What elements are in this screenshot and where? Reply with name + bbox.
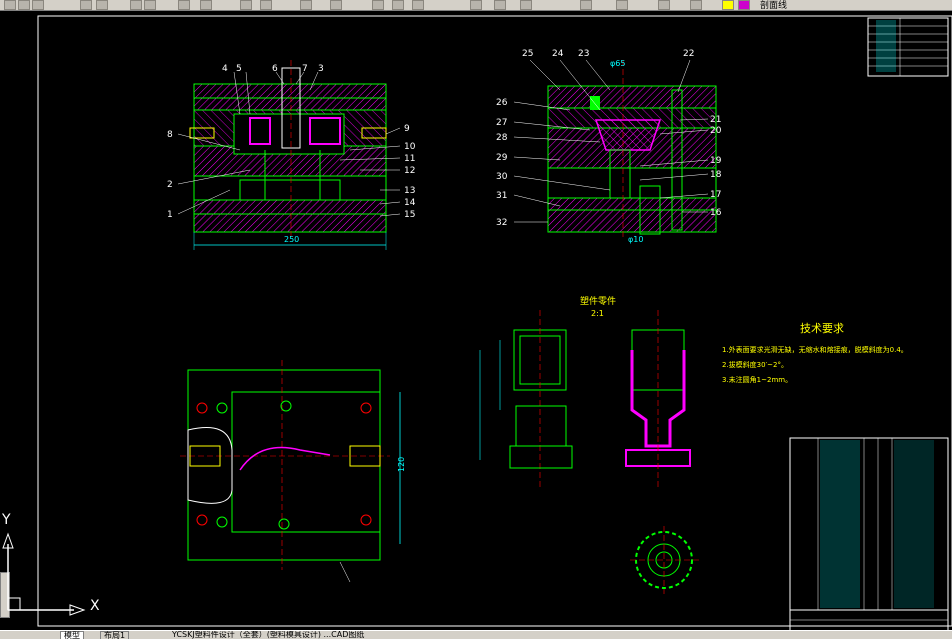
- front-part-no: 8: [167, 130, 173, 140]
- tool-palette-icon[interactable]: [520, 0, 532, 10]
- cut-icon[interactable]: [130, 0, 142, 10]
- current-layer-label[interactable]: 剖面线: [760, 1, 788, 11]
- side-part-no: 28: [496, 133, 508, 143]
- side-dim-bottom: φ10: [628, 235, 643, 244]
- side-part-no: 17: [710, 190, 721, 200]
- status-bar: 模型 布局1 YCSKJ塑料件设计（全套）(塑料模具设计) ...CAD图纸: [0, 630, 952, 639]
- front-part-no: 3: [318, 64, 324, 74]
- help-icon[interactable]: [616, 0, 628, 10]
- save-icon[interactable]: [32, 0, 44, 10]
- tab-model[interactable]: 模型: [60, 631, 84, 639]
- drawing-frame: [37, 15, 952, 627]
- design-center-icon[interactable]: [494, 0, 506, 10]
- zoom-window-icon[interactable]: [392, 0, 404, 10]
- front-part-no: 9: [404, 124, 410, 134]
- left-scroll-panel[interactable]: [0, 572, 10, 618]
- gear-view: [630, 526, 700, 594]
- side-section-view: [513, 59, 717, 240]
- pan-icon[interactable]: [300, 0, 312, 10]
- print-icon[interactable]: [80, 0, 92, 10]
- zoom-prev-icon[interactable]: [412, 0, 424, 10]
- front-section-view: [177, 60, 401, 250]
- ucs-icon: Y X: [0, 510, 110, 630]
- drawing-canvas[interactable]: 8 2 1 4 5 6 7 3 9 10 11 12 13 14 15 250: [0, 10, 952, 630]
- ucs-x-label: X: [90, 598, 100, 614]
- front-width-dim: 250: [284, 235, 299, 244]
- side-dim-top: φ65: [610, 59, 625, 68]
- file-name-text: YCSKJ塑料件设计（全套）(塑料模具设计) ...CAD图纸: [172, 630, 365, 639]
- side-part-no: 19: [710, 156, 722, 166]
- bom-table: [789, 437, 949, 630]
- new-file-icon[interactable]: [4, 0, 16, 10]
- front-part-no: 10: [404, 142, 416, 152]
- match-icon[interactable]: [200, 0, 212, 10]
- tech-title: 技术要求: [800, 322, 844, 335]
- side-part-no: 18: [710, 170, 722, 180]
- side-part-no: 24: [552, 49, 564, 59]
- side-part-no: 23: [578, 49, 589, 59]
- preview-icon[interactable]: [96, 0, 108, 10]
- undo-icon[interactable]: [240, 0, 252, 10]
- color-swatch-icon[interactable]: [738, 0, 750, 10]
- side-part-no: 29: [496, 153, 508, 163]
- side-part-no: 20: [710, 126, 722, 136]
- zoom-icon[interactable]: [330, 0, 342, 10]
- tab-layout1[interactable]: 布局1: [100, 631, 130, 639]
- front-part-no: 13: [404, 186, 415, 196]
- side-part-no: 27: [496, 118, 507, 128]
- side-part-no: 30: [496, 172, 508, 182]
- front-part-no: 14: [404, 198, 416, 208]
- side-part-no: 31: [496, 191, 507, 201]
- front-part-no: 4: [222, 64, 228, 74]
- title-block-top: [867, 17, 949, 77]
- open-file-icon[interactable]: [18, 0, 30, 10]
- front-part-no: 6: [272, 64, 278, 74]
- side-part-no: 16: [710, 208, 722, 218]
- layer-state-icon[interactable]: [690, 0, 702, 10]
- front-part-no: 11: [404, 154, 415, 164]
- front-part-no: 7: [302, 64, 308, 74]
- front-part-no: 5: [236, 64, 242, 74]
- front-part-no: 15: [404, 210, 415, 220]
- side-part-no: 25: [522, 49, 533, 59]
- ucs-y-label: Y: [2, 512, 11, 528]
- calculator-icon[interactable]: [580, 0, 592, 10]
- front-part-no: 1: [167, 210, 173, 220]
- zoom-in-icon[interactable]: [372, 0, 384, 10]
- sun-icon[interactable]: [722, 0, 734, 10]
- part-detail-title: 塑件零件: [580, 295, 616, 307]
- tech-item: 1.外表面要求光滑无缺，无缩水和熔接痕，脱模斜度为0.4。: [722, 345, 908, 354]
- tech-item: 3.未注圆角1~2mm。: [722, 375, 792, 384]
- plan-view: [180, 360, 401, 583]
- side-part-no: 32: [496, 218, 507, 228]
- toolbar: 剖面线: [0, 0, 952, 11]
- side-part-no: 22: [683, 49, 694, 59]
- redo-icon[interactable]: [260, 0, 272, 10]
- tech-item: 2.拔模斜度30′~2°。: [722, 360, 788, 369]
- front-part-no: 12: [404, 166, 415, 176]
- front-part-no: 2: [167, 180, 173, 190]
- part-detail-scale: 2:1: [591, 309, 604, 318]
- properties-icon[interactable]: [470, 0, 482, 10]
- copy-icon[interactable]: [144, 0, 156, 10]
- layer-manager-icon[interactable]: [658, 0, 670, 10]
- paste-icon[interactable]: [178, 0, 190, 10]
- side-part-no: 26: [496, 98, 508, 108]
- plan-height-dim: 120: [397, 457, 406, 472]
- side-part-no: 21: [710, 115, 721, 125]
- part-detail-view: [479, 310, 691, 490]
